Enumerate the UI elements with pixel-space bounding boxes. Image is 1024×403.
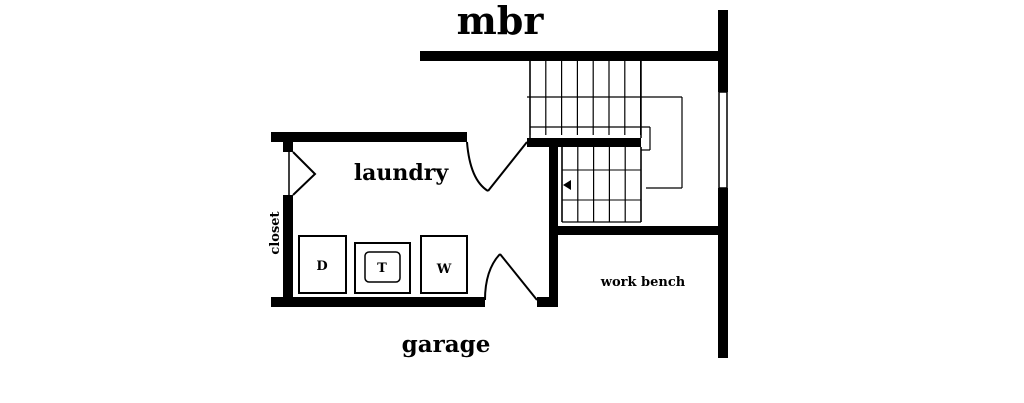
- wall-laundry-left-upper: [283, 132, 293, 152]
- wall-right: [718, 10, 728, 92]
- washer-label: W: [436, 262, 452, 277]
- wall-laundry-top: [271, 132, 467, 142]
- label-laundry: laundry: [354, 160, 450, 186]
- laundry-door-upper: [466, 141, 528, 192]
- wall-hall-bottom: [537, 297, 558, 307]
- window: [718, 91, 728, 189]
- tub-label: T: [377, 261, 387, 276]
- walls: [271, 10, 728, 358]
- wall-laundry-left-lower: [283, 195, 293, 307]
- dryer-label: D: [316, 259, 327, 274]
- dryer: D: [298, 235, 347, 294]
- closet-door: [288, 151, 317, 196]
- stairs: [527, 61, 683, 223]
- washer: W: [420, 235, 468, 294]
- laundry-tub: T: [354, 242, 411, 294]
- wall-laundry-bottom: [271, 297, 485, 307]
- wall-top-mbr: [420, 51, 726, 61]
- wall-right-lower: [718, 188, 728, 358]
- wall-stair-landing: [527, 138, 641, 147]
- label-garage: garage: [402, 331, 491, 358]
- wall-workbench-top: [553, 226, 723, 235]
- laundry-door-lower: [484, 253, 538, 301]
- wall-hall-right: [549, 142, 558, 307]
- label-mbr: mbr: [457, 0, 545, 43]
- label-closet: closet: [268, 211, 283, 254]
- label-work-bench: work bench: [600, 275, 686, 290]
